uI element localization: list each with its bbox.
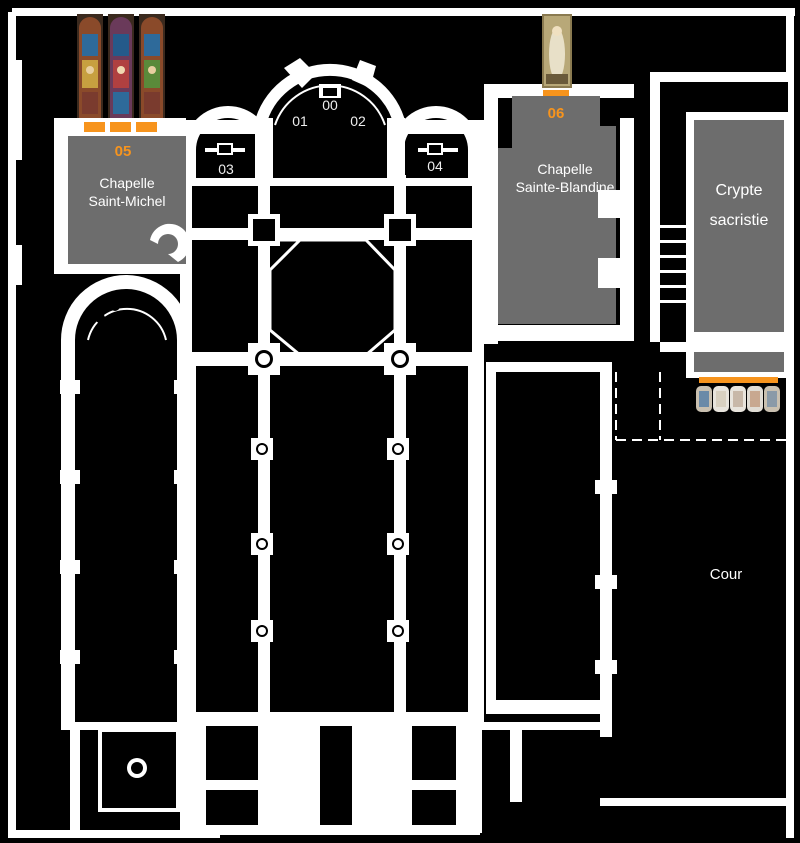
window-markers <box>84 90 778 383</box>
label-crypte-line1: Crypte <box>715 182 763 199</box>
stained-glass-window-crypt-2[interactable] <box>713 386 729 412</box>
stained-glass-icon <box>713 386 729 412</box>
label-window-02[interactable]: 02 <box>350 113 366 129</box>
stained-glass-window-crypt-4[interactable] <box>747 386 763 412</box>
label-cour: Cour <box>709 566 743 583</box>
stained-glass-icon <box>542 14 572 88</box>
label-chapelle-sainte-blandine-line2: Sainte-Blandine <box>515 179 615 195</box>
stained-glass-window-crypt-3[interactable] <box>730 386 746 412</box>
stained-glass-icon <box>139 14 165 118</box>
label-chapelle-saint-michel-line1: Chapelle <box>99 175 155 191</box>
stained-glass-icon <box>747 386 763 412</box>
stained-glass-window-crypt-5[interactable] <box>764 386 780 412</box>
crypt-sacristy-room <box>650 72 790 378</box>
stained-glass-window-06[interactable] <box>542 14 572 88</box>
label-window-06[interactable]: 06 <box>547 105 565 122</box>
label-window-00[interactable]: 00 <box>322 97 338 113</box>
stained-glass-icon <box>108 14 134 118</box>
label-window-01[interactable]: 01 <box>292 113 308 129</box>
pillars <box>248 214 416 642</box>
label-window-04[interactable]: 04 <box>427 158 443 174</box>
south-aisle <box>486 362 617 737</box>
label-chapelle-sainte-blandine-line1: Chapelle <box>537 161 593 177</box>
courtyard-boundary <box>615 372 786 441</box>
label-crypte-line2: sacristie <box>709 212 769 229</box>
label-crypte-sacristie: Crypte sacristie <box>694 176 784 236</box>
stained-glass-icon <box>77 14 103 118</box>
label-window-03[interactable]: 03 <box>218 161 234 177</box>
stained-glass-window-05-center[interactable] <box>108 14 134 118</box>
apsidioles <box>180 106 483 182</box>
west-front <box>70 715 602 835</box>
stained-glass-icon <box>696 386 712 412</box>
stained-glass-window-05-right[interactable] <box>139 14 165 118</box>
label-chapelle-saint-michel-line2: Saint-Michel <box>88 193 166 209</box>
label-window-05[interactable]: 05 <box>114 143 132 160</box>
stained-glass-icon <box>730 386 746 412</box>
stained-glass-window-crypt-1[interactable] <box>696 386 712 412</box>
label-chapelle-saint-michel: Chapelle Saint-Michel <box>68 174 186 210</box>
stained-glass-icon <box>764 386 780 412</box>
label-chapelle-sainte-blandine: Chapelle Sainte-Blandine <box>500 160 630 196</box>
stained-glass-window-05-left[interactable] <box>77 14 103 118</box>
north-aisle <box>60 275 194 730</box>
outer-wall <box>8 8 795 838</box>
